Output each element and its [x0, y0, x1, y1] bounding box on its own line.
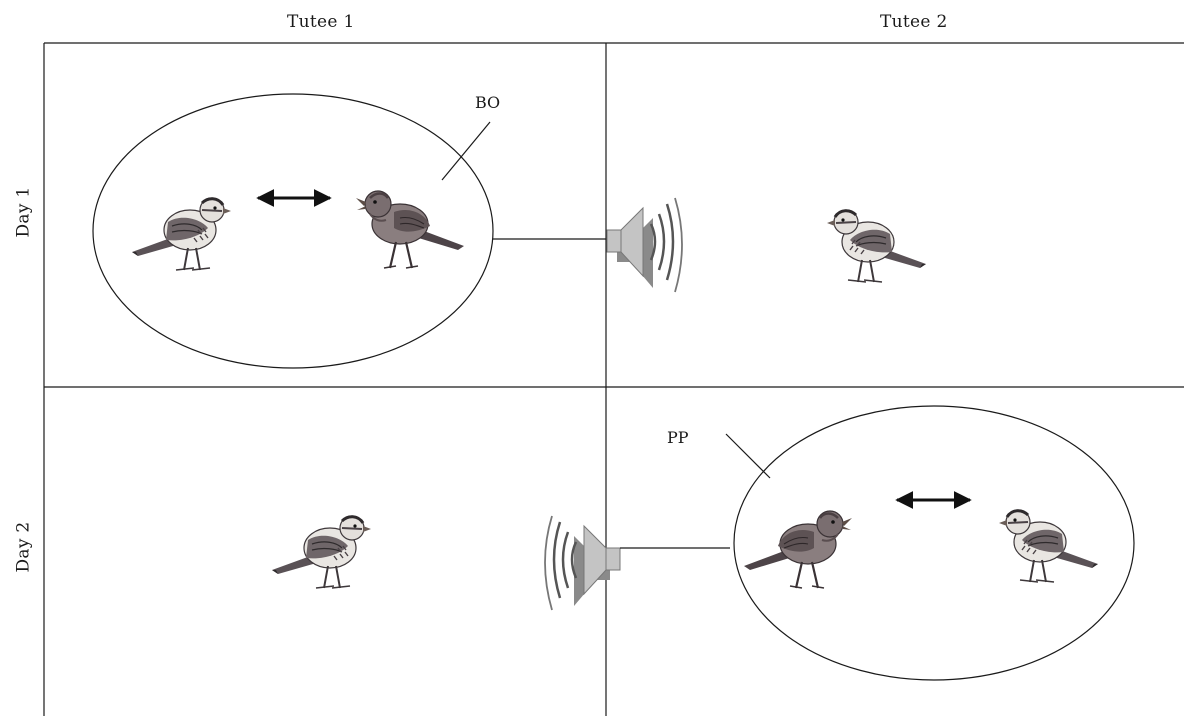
panel-grid — [43, 42, 1184, 716]
speaker-icon — [543, 514, 622, 612]
model-bird-icon — [742, 509, 854, 590]
tutee-bird-icon — [130, 196, 233, 272]
column-label-tutee-1: Tutee 1 — [287, 12, 355, 32]
callout-leader-bo — [441, 121, 491, 181]
tutee-bird-icon — [997, 508, 1100, 584]
tutee-bird-icon — [270, 514, 373, 590]
enclosure-day1-tutee1 — [92, 93, 494, 369]
callout-leader-pp — [725, 433, 771, 479]
callout-label-bo: BO — [475, 93, 500, 112]
enclosure-day2-tutee2 — [733, 405, 1135, 681]
model-bird-icon — [354, 189, 466, 270]
tutee-bird-icon — [825, 208, 928, 284]
speaker-icon — [605, 196, 684, 294]
column-label-tutee-2: Tutee 2 — [880, 12, 948, 32]
callout-label-pp: PP — [667, 428, 689, 447]
